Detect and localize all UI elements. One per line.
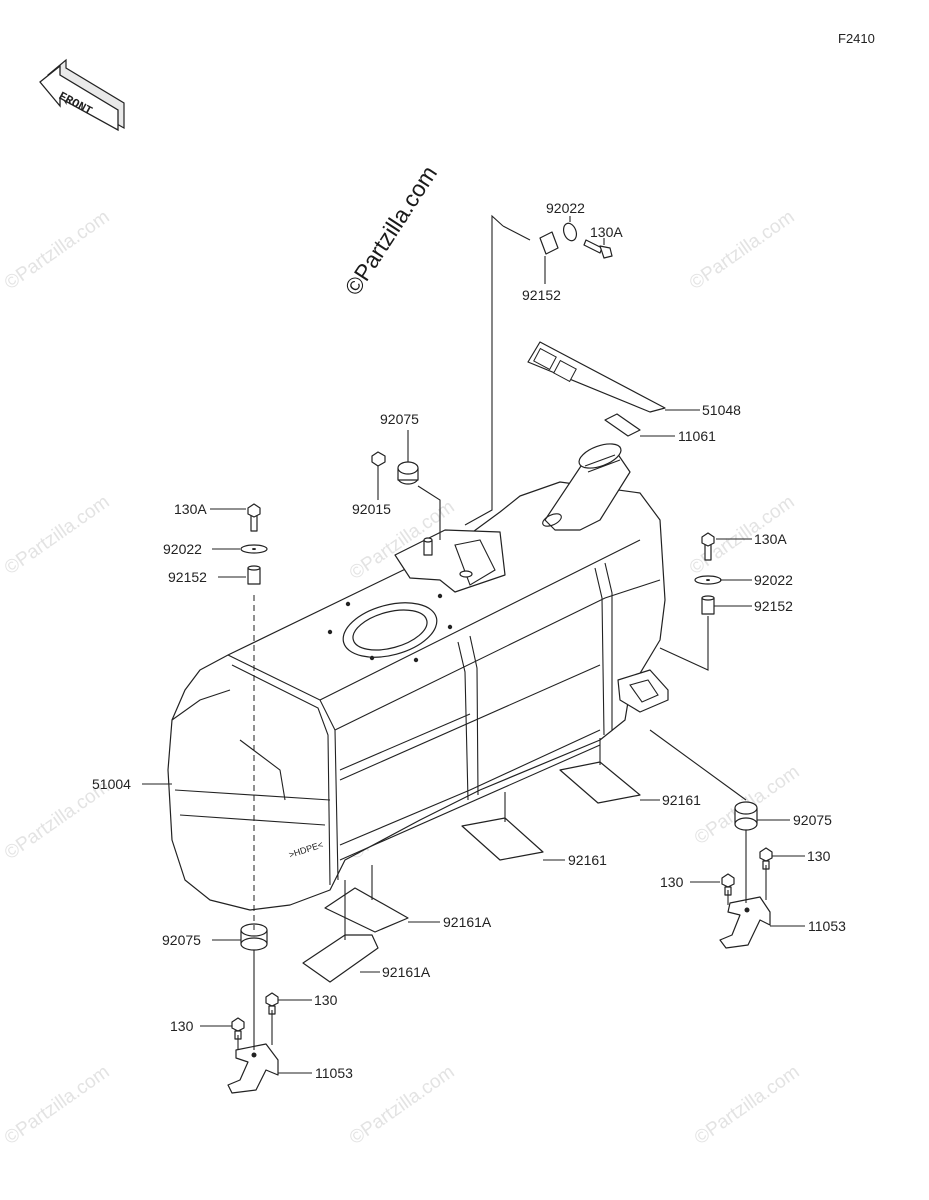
part-label-130A[interactable]: 130A <box>754 531 787 547</box>
bolt-130A-left[interactable] <box>247 503 261 532</box>
watermark: ©Partzilla.com <box>346 1061 459 1149</box>
part-label-130[interactable]: 130 <box>314 992 338 1008</box>
nut-92015[interactable] <box>371 451 386 467</box>
bracket-11053-left[interactable] <box>227 1043 279 1094</box>
gasket-11061[interactable] <box>604 413 641 437</box>
part-label-130A[interactable]: 130A <box>590 224 623 240</box>
watermark: ©Partzilla.com <box>686 206 799 294</box>
pad-92161A-b[interactable] <box>302 934 379 983</box>
part-label-92152[interactable]: 92152 <box>522 287 561 303</box>
watermark: ©Partzilla.com <box>1 206 114 294</box>
pad-92161A-a[interactable] <box>324 887 409 933</box>
collar-92152-right[interactable] <box>701 595 715 615</box>
watermark: ©Partzilla.com <box>1 491 114 579</box>
collar-92152-left[interactable] <box>247 565 261 585</box>
bolt-130-right-lower[interactable] <box>721 873 735 896</box>
main-watermark: ©Partzilla.com <box>339 161 442 300</box>
part-label-130A[interactable]: 130A <box>174 501 207 517</box>
part-label-92015[interactable]: 92015 <box>352 501 391 517</box>
collar-92152-top[interactable] <box>539 231 559 255</box>
grommet-92075-top[interactable] <box>397 461 419 485</box>
part-label-51004[interactable]: 51004 <box>92 776 131 792</box>
part-label-92022[interactable]: 92022 <box>546 200 585 216</box>
bolt-130A-top[interactable] <box>583 239 613 259</box>
washer-92022-left[interactable] <box>240 544 268 554</box>
part-label-130[interactable]: 130 <box>807 848 831 864</box>
label-51048[interactable] <box>527 341 666 413</box>
fuel-tank-51004[interactable]: >HDPE< <box>167 439 669 911</box>
part-label-11053[interactable]: 11053 <box>315 1065 353 1081</box>
pad-92161-a[interactable] <box>559 761 641 804</box>
pad-92161-b[interactable] <box>461 817 544 861</box>
washer-92022-top[interactable] <box>561 221 578 242</box>
washer-92022-right[interactable] <box>694 575 722 585</box>
part-label-92075[interactable]: 92075 <box>793 812 832 828</box>
part-label-130[interactable]: 130 <box>170 1018 194 1034</box>
part-label-92161A[interactable]: 92161A <box>382 964 431 980</box>
part-label-92152[interactable]: 92152 <box>168 569 207 585</box>
part-label-92161[interactable]: 92161 <box>568 852 607 868</box>
bolt-130A-right[interactable] <box>701 532 715 561</box>
watermark: ©Partzilla.com <box>1 1061 114 1149</box>
part-label-51048[interactable]: 51048 <box>702 402 741 418</box>
diagram-code: F2410 <box>838 31 875 46</box>
part-labels: 92022 130A 92152 51048 11061 92075 92015… <box>92 200 846 1081</box>
part-label-11053[interactable]: 11053 <box>808 918 846 934</box>
part-label-92075[interactable]: 92075 <box>162 932 201 948</box>
part-label-92152[interactable]: 92152 <box>754 598 793 614</box>
watermark: ©Partzilla.com <box>691 1061 804 1149</box>
part-label-11061[interactable]: 11061 <box>678 428 716 444</box>
grommet-92075-right[interactable] <box>734 801 758 831</box>
part-label-92022[interactable]: 92022 <box>754 572 793 588</box>
bracket-11053-right[interactable] <box>719 896 771 949</box>
leader-lines <box>142 214 805 1074</box>
part-label-92161A[interactable]: 92161A <box>443 914 492 930</box>
part-label-130[interactable]: 130 <box>660 874 684 890</box>
part-label-92075[interactable]: 92075 <box>380 411 419 427</box>
front-arrow-icon: FRONT <box>39 58 125 132</box>
part-label-92022[interactable]: 92022 <box>163 541 202 557</box>
part-label-92161[interactable]: 92161 <box>662 792 701 808</box>
